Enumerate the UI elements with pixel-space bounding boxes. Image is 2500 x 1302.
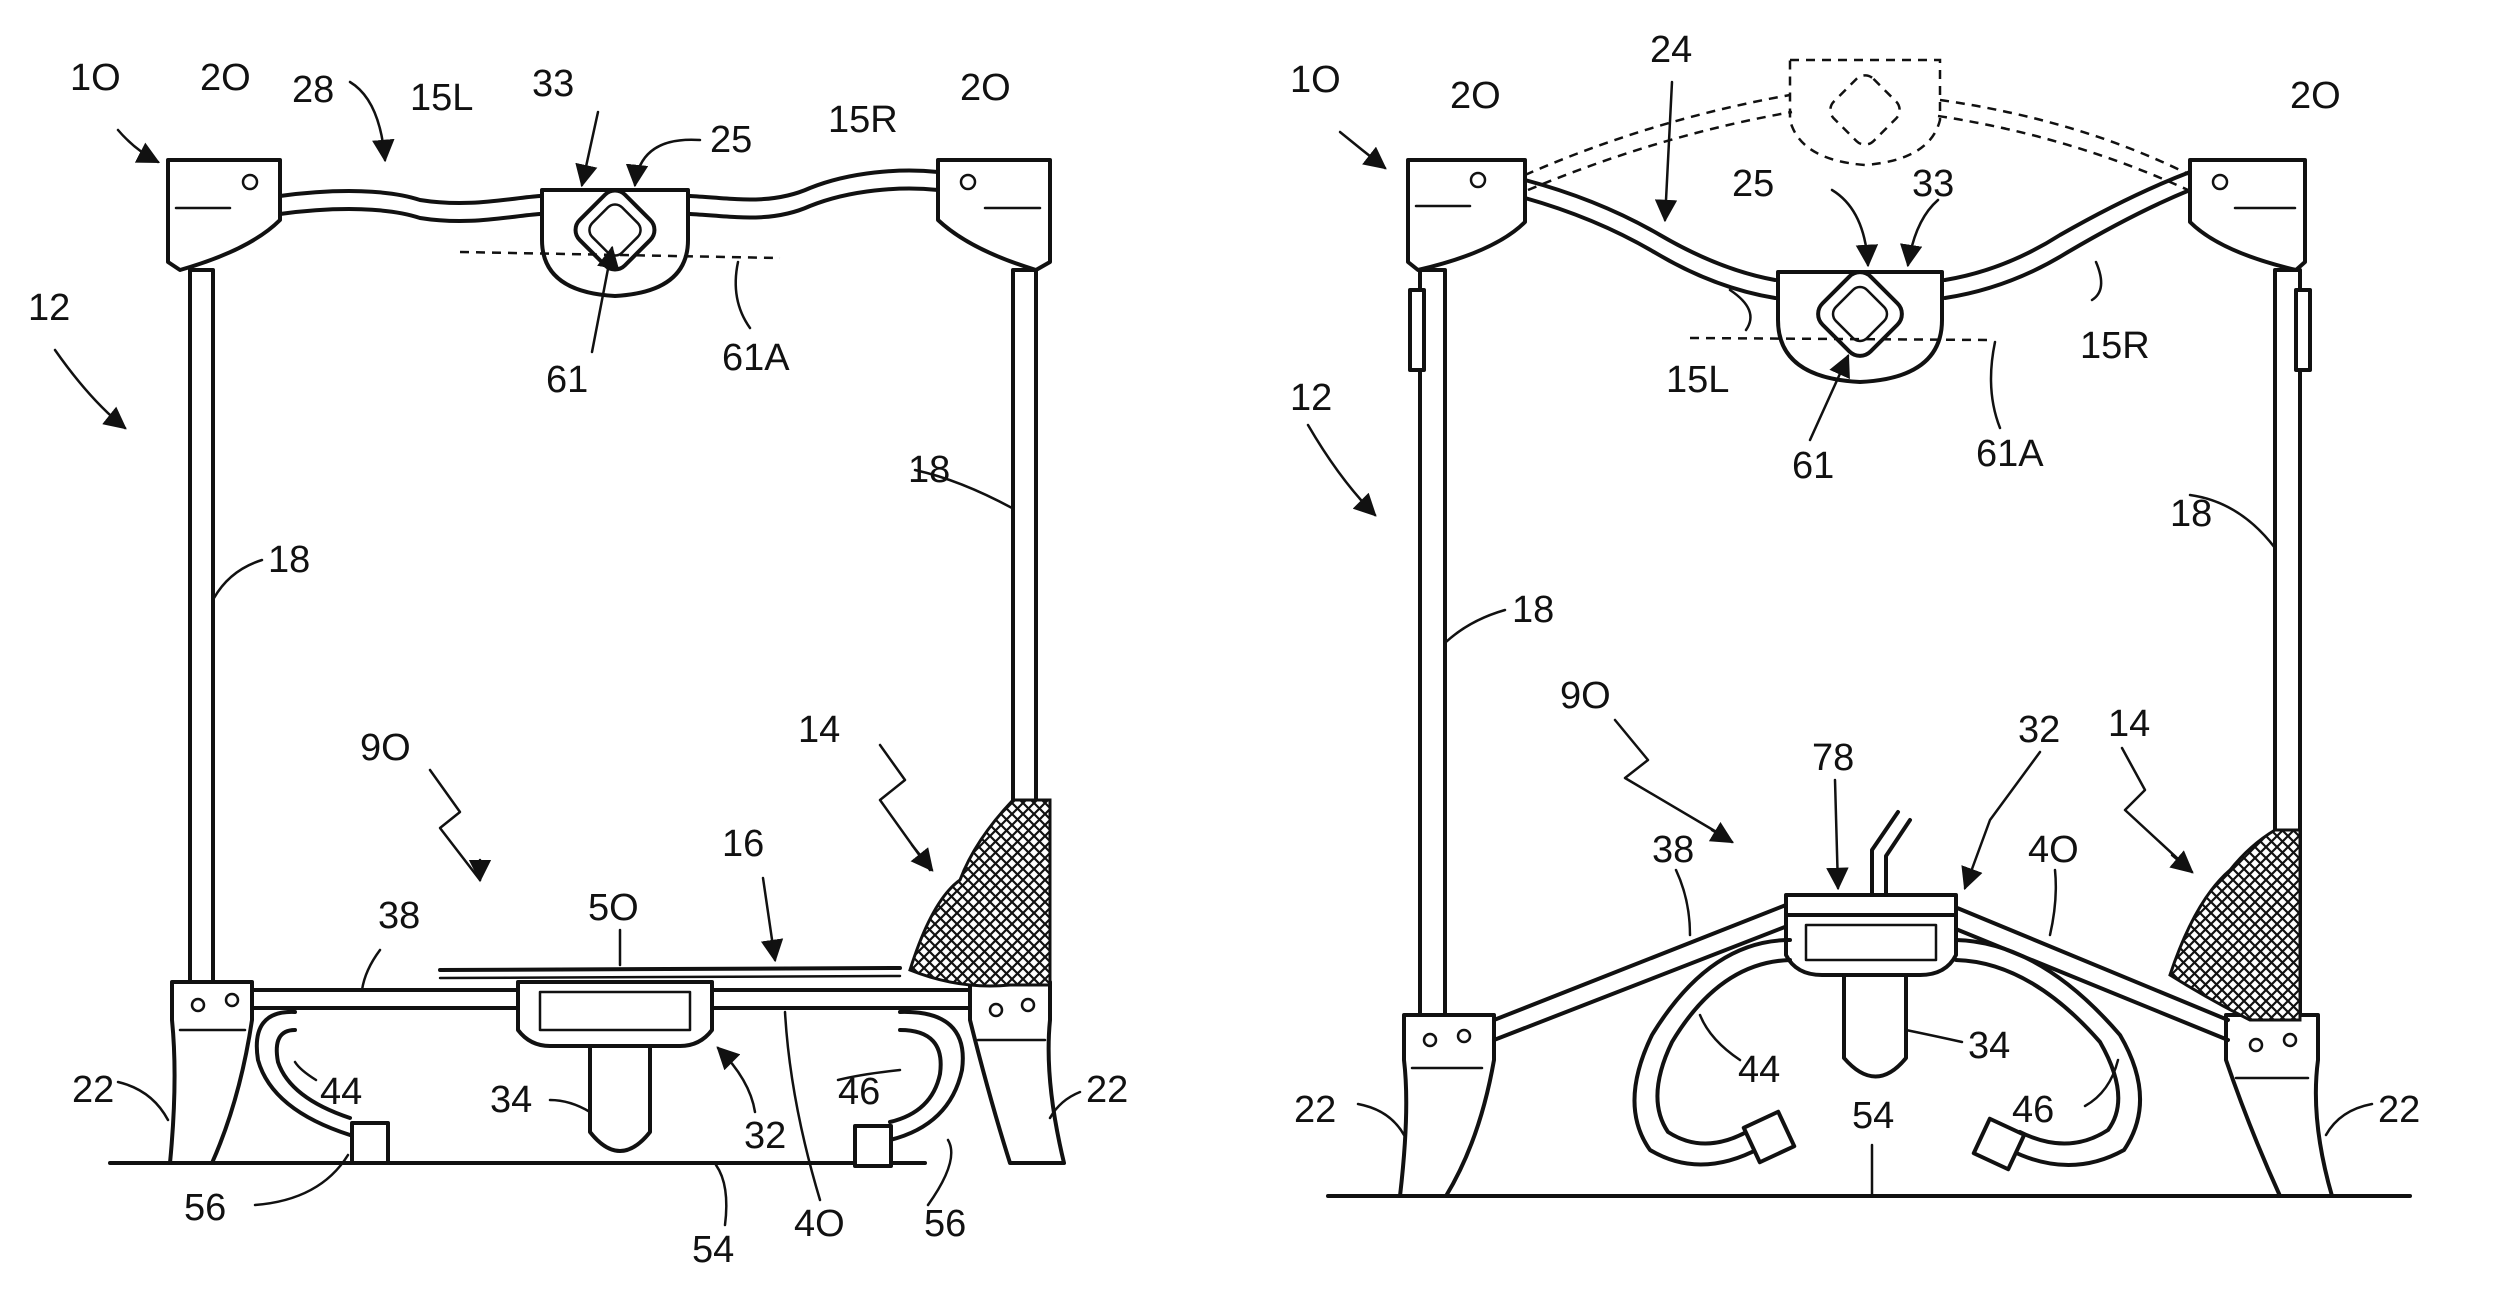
figure-left: 1O 2O 28 15L 33 25 15R 2O 12 61 61A 18 1… xyxy=(28,57,1128,1271)
ref-label-22: 22 xyxy=(1294,1089,1336,1131)
ref-label-44: 44 xyxy=(1738,1049,1780,1091)
ref-label-61a: 61A xyxy=(1976,433,2044,475)
ref-label-33: 33 xyxy=(1912,163,1954,205)
ref-label-90: 9O xyxy=(360,727,411,769)
ref-label-10: 1O xyxy=(70,57,121,99)
left-leader-lines xyxy=(53,80,1082,1227)
ref-label-40: 4O xyxy=(2028,829,2079,871)
ref-label-90: 9O xyxy=(1560,675,1611,717)
ref-label-34: 34 xyxy=(490,1079,532,1121)
ref-label-16: 16 xyxy=(722,823,764,865)
ref-label-15l: 15L xyxy=(1666,359,1729,401)
ref-label-61a: 61A xyxy=(722,337,790,379)
ref-label-14: 14 xyxy=(798,709,840,751)
ref-label-22: 22 xyxy=(1086,1069,1128,1111)
ref-label-20: 2O xyxy=(200,57,251,99)
ref-label-22: 22 xyxy=(2378,1089,2420,1131)
ref-label-38: 38 xyxy=(378,895,420,937)
ref-label-20: 2O xyxy=(960,67,1011,109)
left-reference-labels: 1O 2O 28 15L 33 25 15R 2O 12 61 61A 18 1… xyxy=(28,57,1128,1271)
ref-label-61: 61 xyxy=(546,359,588,401)
ref-label-50: 5O xyxy=(588,887,639,929)
ref-label-28: 28 xyxy=(292,69,334,111)
ref-label-46: 46 xyxy=(838,1071,880,1113)
ref-label-32: 32 xyxy=(2018,709,2060,751)
ref-label-20: 2O xyxy=(2290,75,2341,117)
ref-label-46: 46 xyxy=(2012,1089,2054,1131)
ref-label-12: 12 xyxy=(1290,377,1332,419)
ref-label-56: 56 xyxy=(924,1203,966,1245)
ref-label-78: 78 xyxy=(1812,737,1854,779)
right-frame-artwork xyxy=(1326,58,2412,1198)
ref-label-33: 33 xyxy=(532,63,574,105)
ref-label-34: 34 xyxy=(1968,1025,2010,1067)
ref-label-40: 4O xyxy=(794,1203,845,1245)
ref-label-18: 18 xyxy=(268,539,310,581)
ref-label-44: 44 xyxy=(320,1071,362,1113)
ref-label-38: 38 xyxy=(1652,829,1694,871)
ref-label-54: 54 xyxy=(692,1229,734,1271)
ref-label-25: 25 xyxy=(710,119,752,161)
ref-label-25: 25 xyxy=(1732,163,1774,205)
ref-label-22: 22 xyxy=(72,1069,114,1111)
right-leader-lines xyxy=(1306,80,2374,1198)
ref-label-54: 54 xyxy=(1852,1095,1894,1137)
ref-label-15l: 15L xyxy=(410,77,473,119)
ref-label-15r: 15R xyxy=(2080,325,2150,367)
left-frame-artwork xyxy=(108,158,1066,1168)
ref-label-61: 61 xyxy=(1792,445,1834,487)
figure-right: 1O 2O 24 2O 25 33 15L 15R 12 61 61A 18 1… xyxy=(1290,29,2420,1198)
ref-label-32: 32 xyxy=(744,1115,786,1157)
ref-label-18: 18 xyxy=(1512,589,1554,631)
ref-label-20: 2O xyxy=(1450,75,1501,117)
ref-label-18: 18 xyxy=(908,449,950,491)
right-reference-labels: 1O 2O 24 2O 25 33 15L 15R 12 61 61A 18 1… xyxy=(1290,29,2420,1137)
ref-label-18: 18 xyxy=(2170,493,2212,535)
ref-label-56: 56 xyxy=(184,1187,226,1229)
ref-label-14: 14 xyxy=(2108,703,2150,745)
ref-label-24: 24 xyxy=(1650,29,1692,71)
ref-label-12: 12 xyxy=(28,287,70,329)
ref-label-15r: 15R xyxy=(828,99,898,141)
ref-label-10: 1O xyxy=(1290,59,1341,101)
